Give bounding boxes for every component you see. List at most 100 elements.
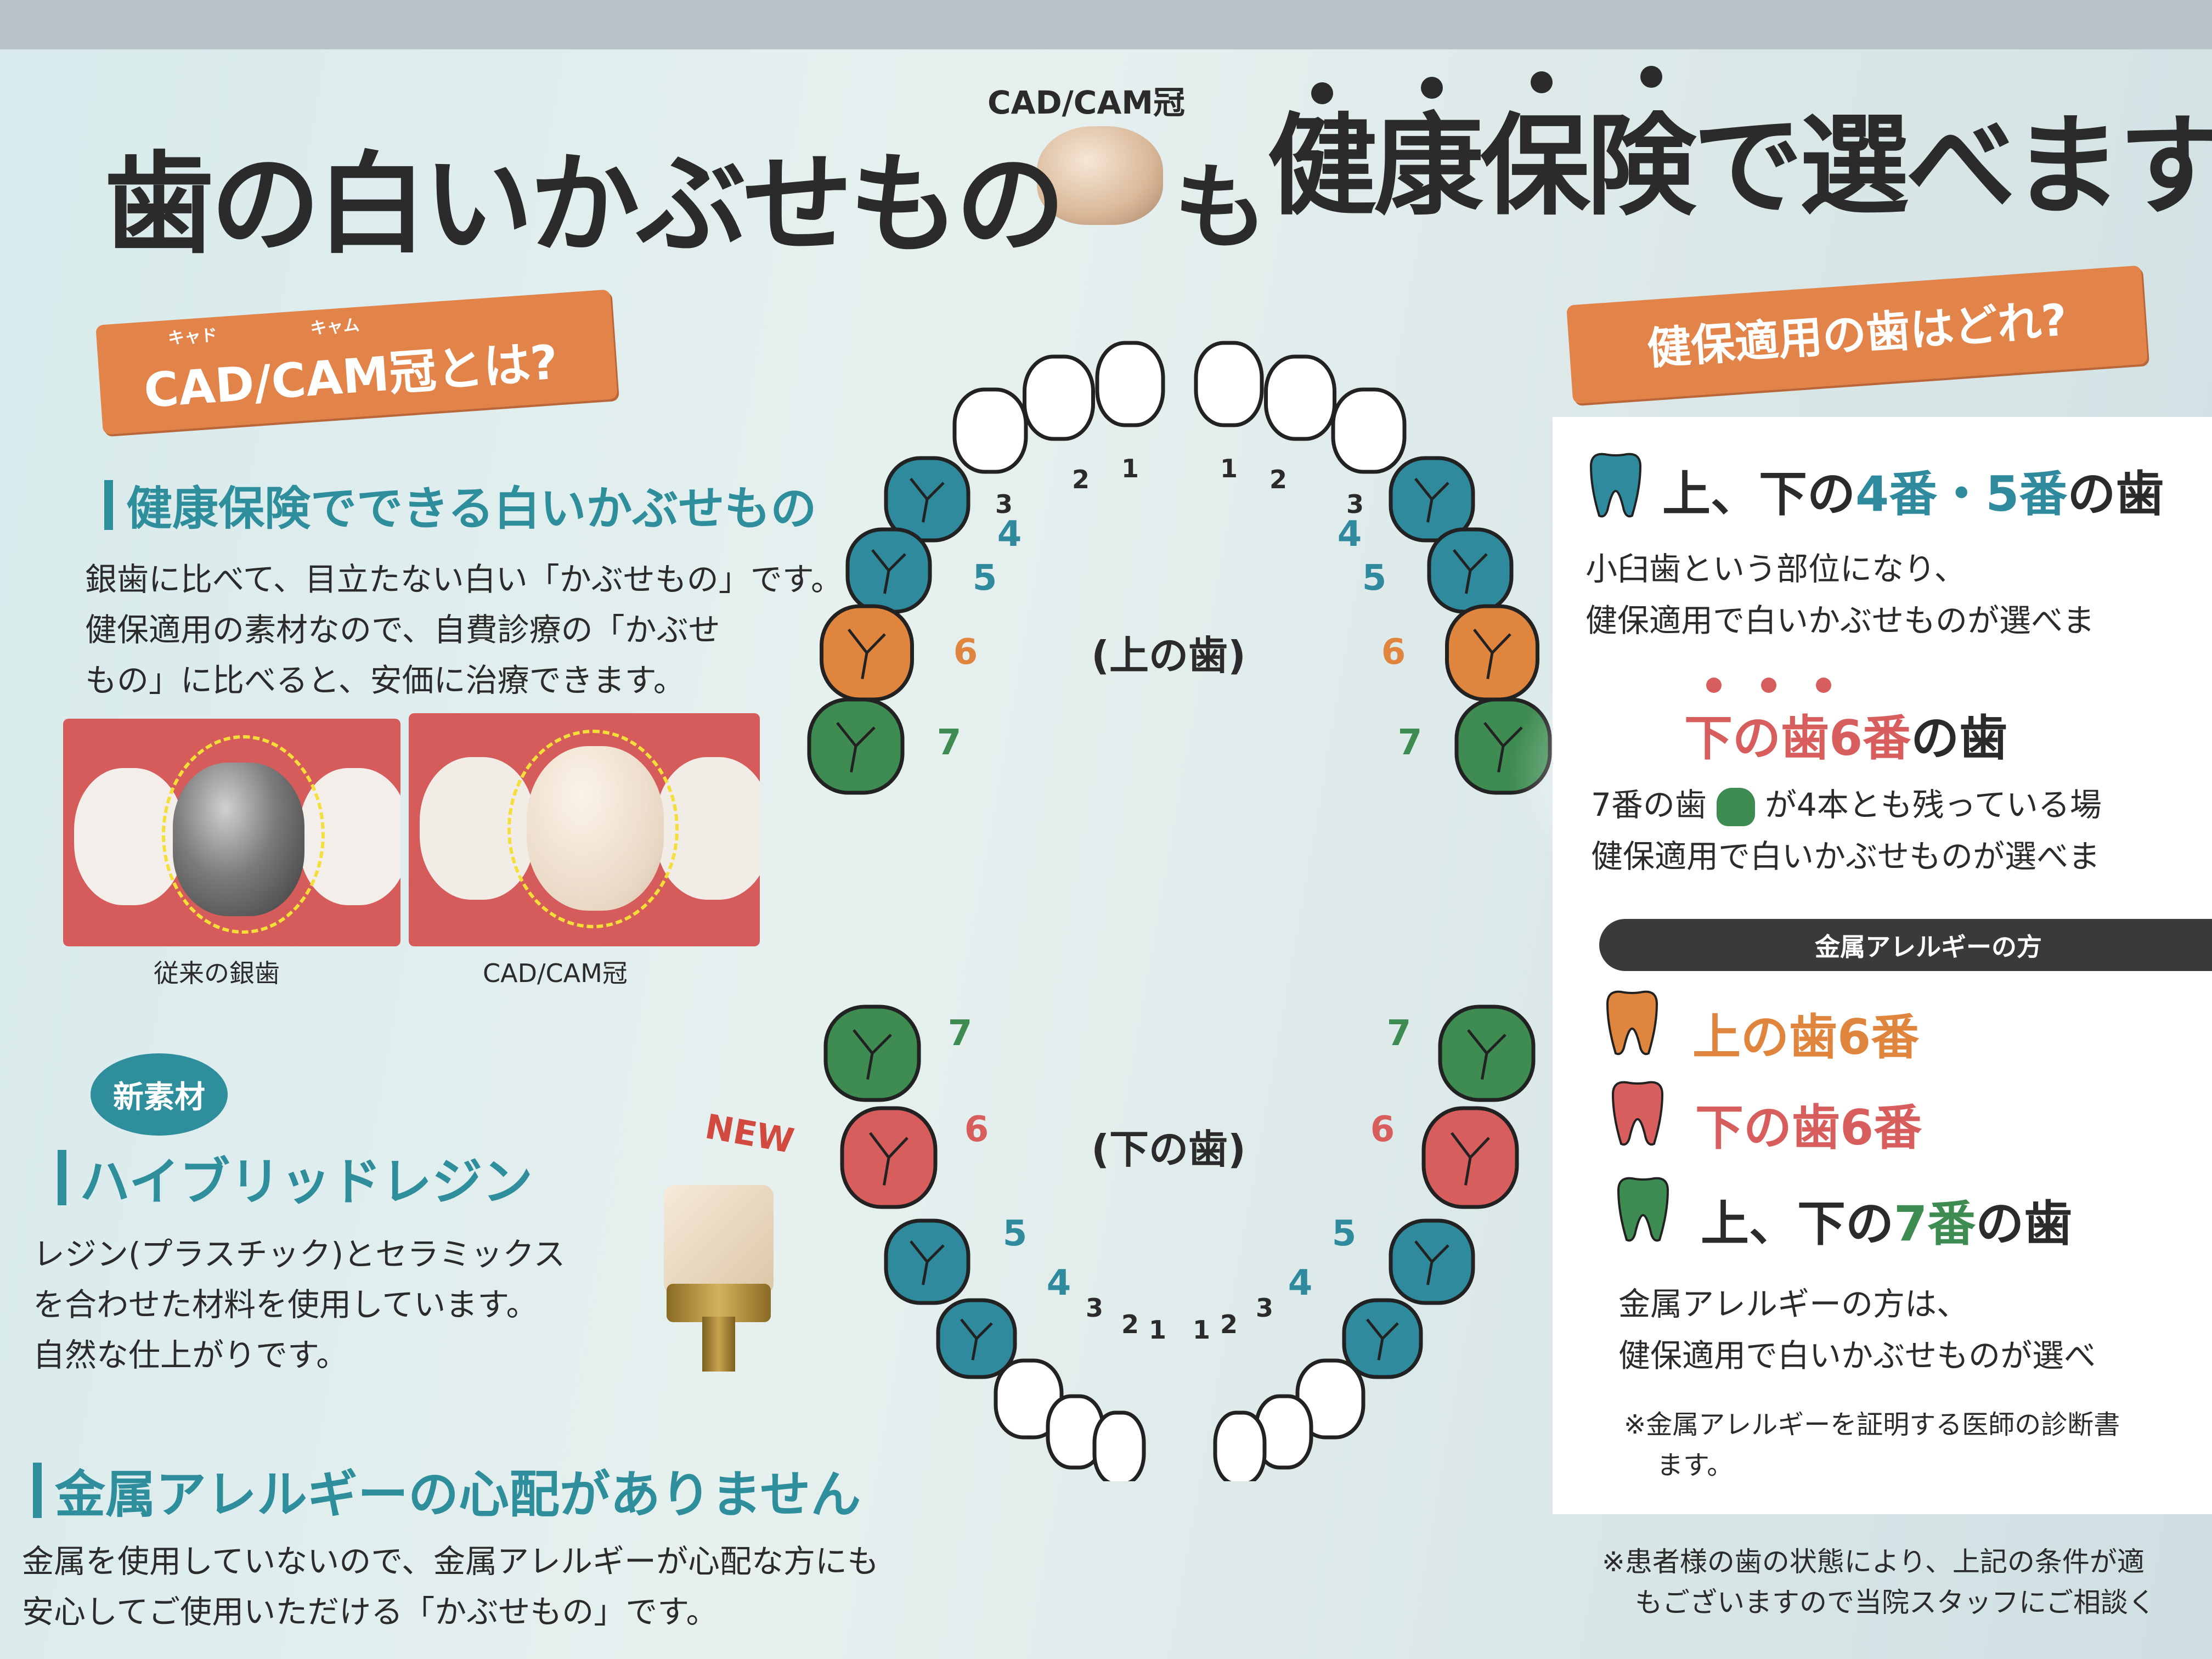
- tooth-number-6: 6: [1381, 632, 1406, 673]
- tooth-groove: [1414, 1240, 1449, 1285]
- tooth-number-5: 5: [1332, 1214, 1357, 1254]
- tooth-number-1: 1: [1193, 1315, 1210, 1345]
- section-text-hybrid-resin: レジン(プラスチック)とセラミックス を合わせた材料を使用しています。 自然な仕…: [33, 1229, 565, 1380]
- allergy-note: ※金属アレルギーを証明する医師の診断書 ます。: [1624, 1404, 2120, 1486]
- caption-silver-crown: 従来の銀歯: [154, 958, 280, 988]
- text-line: 小臼歯という部位になり、: [1585, 550, 1966, 588]
- allergy-item-upper-six: 上の歯6番: [1692, 1009, 1920, 1065]
- premolar-heading-pre: 上、下の: [1662, 466, 1856, 522]
- text-line: 7番の歯 が4本とも残っている場: [1591, 779, 2102, 831]
- premolar-text: 小臼歯という部位になり、 健保適用で白いかぶせものが選べま: [1585, 543, 2095, 646]
- green-tooth-icon: [1617, 1177, 1669, 1242]
- tooth-groove: [1366, 1318, 1399, 1361]
- tooth-groove: [1451, 1132, 1490, 1186]
- lower-six-heading: 下の歯6番の歯: [1684, 699, 2007, 769]
- premolar-heading-post: の歯: [2067, 466, 2164, 522]
- lower-six-heading-post: の歯: [1911, 710, 2008, 766]
- lower-jaw-label: (下の歯): [1091, 1126, 1246, 1172]
- orange-tooth-icon: [1606, 990, 1658, 1056]
- tooth-number-5: 5: [1003, 1214, 1028, 1254]
- resin-pin: [702, 1317, 735, 1372]
- text-line: 安心してご使用いただける「かぶせもの」です。: [22, 1593, 718, 1630]
- text-line: 健保適用で白いかぶせものが選べま: [1585, 602, 2095, 639]
- tooth-number-2: 2: [1220, 1310, 1238, 1339]
- allergy-item-seven-hl: 7番: [1894, 1195, 1976, 1252]
- tooth-number-3: 3: [1256, 1293, 1273, 1323]
- tooth-number-3: 3: [1086, 1293, 1103, 1323]
- tooth-number-6: 6: [953, 632, 978, 673]
- text-line: ※金属アレルギーを証明する医師の診断書: [1624, 1409, 2120, 1440]
- tooth-number-4: 4: [1047, 1263, 1071, 1304]
- highlight-ellipse: [507, 730, 679, 928]
- emphasis-dot: [1640, 66, 1662, 88]
- tooth-groove: [1453, 549, 1488, 594]
- emphasis-dot: [1311, 82, 1333, 104]
- tooth-2: [1264, 354, 1336, 441]
- text-line: もございますので当院スタッフにご相談く: [1635, 1587, 2155, 1618]
- tooth-number-2: 2: [1121, 1310, 1139, 1339]
- text-line: もの」に比べると、安価に治療できます。: [85, 662, 685, 699]
- silver-crown-photo: [63, 719, 400, 946]
- tooth-number-7: 7: [937, 723, 962, 763]
- text-line: 銀歯に比べて、目立たない白い「かぶせもの」です。: [85, 561, 843, 598]
- tooth-1: [1213, 1410, 1267, 1481]
- allergy-item-lower-six: 下の歯6番: [1695, 1099, 1922, 1156]
- text-pre: 7番の歯: [1591, 786, 1707, 823]
- resin-block-image: [664, 1185, 774, 1372]
- tooth-groove: [869, 1132, 909, 1186]
- lower-six-heading-hl: 下の歯6番: [1684, 710, 1911, 766]
- emphasis-dot: [1816, 678, 1831, 693]
- upper-jaw-label: (上の歯): [1091, 633, 1246, 679]
- page-title-left: 歯の白いかぶせもの: [104, 141, 1065, 269]
- tooth-number-1: 1: [1121, 454, 1139, 483]
- tooth-number-3: 3: [995, 489, 1013, 519]
- bubble-ruby: キャム: [309, 315, 360, 338]
- tooth-groove: [853, 1029, 892, 1080]
- tooth-number-4: 4: [1338, 514, 1362, 555]
- footer-note: ※患者様の歯の状態により、上記の条件が適 もございますので当院スタッフにご相談く: [1602, 1542, 2155, 1623]
- text-line: ※患者様の歯の状態により、上記の条件が適: [1602, 1546, 2145, 1578]
- tooth-number-7: 7: [1387, 1013, 1412, 1054]
- cadcam-tag: CAD/CAM冠: [988, 84, 1185, 121]
- premolar-heading: 上、下の4番・5番の歯: [1662, 455, 2164, 525]
- tooth-3: [1331, 387, 1407, 474]
- red-tooth-icon: [1611, 1081, 1664, 1146]
- section-text-white-crown: 銀歯に比べて、目立たない白い「かぶせもの」です。 健保適用の素材なので、自費診療…: [85, 554, 843, 706]
- tooth-number-5: 5: [1362, 558, 1387, 599]
- section-title-no-allergy: 金属アレルギーの心配がありません: [32, 1454, 861, 1527]
- allergy-text: 金属アレルギーの方は、 健保適用で白いかぶせものが選べ: [1618, 1278, 2096, 1381]
- tooth-number-4: 4: [1288, 1263, 1313, 1304]
- text-post: が4本とも残っている場: [1764, 786, 2102, 823]
- emphasis-dot: [1421, 77, 1443, 99]
- text-line: ます。: [1657, 1450, 1734, 1481]
- text-line: 金属を使用していないので、金属アレルギーが心配な方にも: [22, 1543, 879, 1580]
- premolar-heading-hl: 4番・5番: [1855, 466, 2068, 522]
- tooth-groove: [871, 549, 906, 594]
- resin-block: [664, 1185, 774, 1295]
- highlight-ellipse: [162, 735, 325, 934]
- tooth-number-7: 7: [948, 1013, 973, 1054]
- tooth-3: [952, 387, 1028, 474]
- emphasis-dot: [1531, 71, 1553, 93]
- text-line: 健保適用の素材なので、自費診療の「かぶせ: [85, 611, 720, 648]
- green-tooth-icon: [1716, 787, 1755, 826]
- tooth-1: [1194, 341, 1264, 427]
- tooth-number-3: 3: [1346, 489, 1364, 519]
- tooth-1: [1095, 341, 1165, 427]
- tooth-groove: [1473, 628, 1511, 680]
- tooth-groove: [836, 721, 876, 773]
- page-title-right: 健康保険で選べます: [1267, 103, 2212, 230]
- tooth-groove: [960, 1318, 993, 1361]
- allergy-item-seven-post: の歯: [1976, 1195, 2073, 1252]
- blue-tooth-icon: [1589, 453, 1642, 518]
- tooth-groove: [848, 628, 886, 680]
- tooth-number-1: 1: [1149, 1315, 1166, 1345]
- text-line: 金属アレルギーの方は、: [1618, 1285, 1969, 1323]
- caption-cadcam-crown: CAD/CAM冠: [483, 958, 628, 988]
- tooth-number-2: 2: [1072, 465, 1090, 494]
- text-line: レジン(プラスチック)とセラミックス: [33, 1235, 566, 1273]
- tooth-number-6: 6: [1370, 1109, 1395, 1150]
- resin-holder: [667, 1284, 771, 1322]
- emphasis-dot: [1761, 678, 1776, 693]
